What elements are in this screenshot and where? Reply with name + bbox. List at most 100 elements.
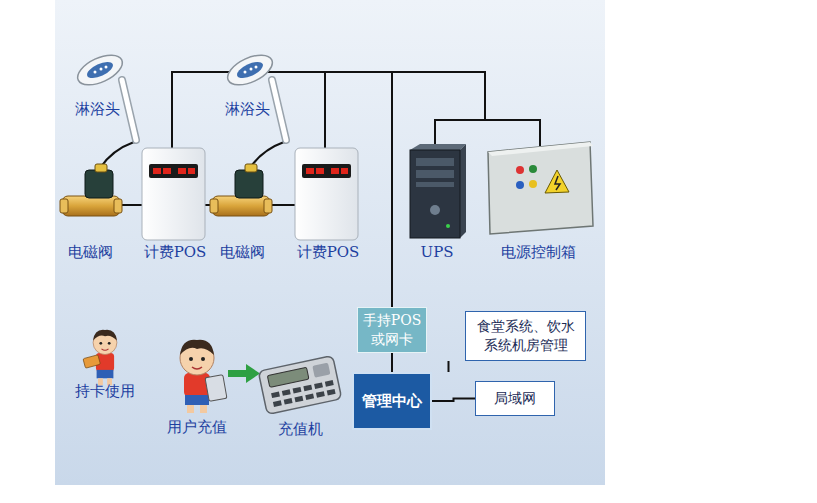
- power-control-box-part: [545, 170, 569, 193]
- shower-head-part: [272, 80, 286, 140]
- billing-pos-part: [149, 164, 198, 178]
- ups-tower-part: [410, 144, 466, 150]
- shower-head-part: [94, 71, 97, 74]
- billing-pos-part: [142, 148, 205, 240]
- solenoid-valve: [210, 164, 272, 216]
- recharge-machine-part-part: [284, 398, 293, 405]
- billing-pos-part: [188, 168, 195, 174]
- billing-pos-part: [302, 164, 351, 178]
- recharge-machine-part-part: [273, 400, 282, 407]
- child-figure-part: [200, 405, 207, 413]
- recharge-machine-part: [312, 363, 330, 378]
- part-label: UPS: [420, 244, 453, 261]
- solenoid-valve-part: [60, 199, 68, 213]
- wiring-part: [172, 72, 485, 148]
- part-label: 电磁阀: [220, 244, 265, 261]
- billing-pos: [142, 148, 205, 240]
- network-box: 局域网: [475, 381, 555, 416]
- connector-line: [432, 399, 475, 402]
- child-figure: [83, 330, 117, 385]
- child-figure-part: [108, 342, 111, 345]
- part-label: 电磁阀: [68, 244, 113, 261]
- recharge-machine-part-part: [303, 385, 312, 392]
- solenoid-valve-part: [245, 164, 257, 172]
- part-label: 电源控制箱: [501, 244, 576, 261]
- power-control-box-part: [529, 180, 537, 188]
- shower-head-part: [250, 68, 253, 71]
- shower-head-part: [272, 80, 286, 140]
- shower-head-part: [100, 68, 103, 71]
- billing-pos-part: [331, 168, 339, 174]
- child-figure-part: [83, 355, 100, 368]
- background-panel: [55, 0, 605, 485]
- power-control-box-part: [516, 181, 524, 189]
- part-label: 计费POS: [144, 244, 207, 261]
- child-figure-part: [102, 349, 109, 350]
- child-figure-part: [187, 405, 194, 413]
- power-control-box-part: [488, 142, 593, 234]
- billing-pos-part: [316, 168, 324, 174]
- shower-head: [73, 49, 136, 140]
- system-box: 食堂系统、饮水系统机房管理: [465, 311, 586, 361]
- solenoid-valve-part: [235, 170, 263, 198]
- part-label: 持卡使用: [75, 383, 135, 400]
- shower-head-part: [73, 49, 127, 91]
- shower-head-part: [85, 59, 115, 82]
- power-control-box-part: [529, 165, 537, 173]
- shower-head-part: [235, 59, 265, 82]
- power-control-box-part: [555, 176, 560, 190]
- node-text: 管理中心: [362, 391, 422, 411]
- solenoid-valve: [60, 164, 122, 216]
- child-figure: [180, 340, 227, 413]
- billing-pos-part: [295, 148, 358, 240]
- billing-pos-part: [341, 168, 348, 174]
- wiring-part: [324, 72, 326, 148]
- recharge-machine-part-part: [327, 389, 336, 396]
- shower-head-part: [255, 66, 258, 69]
- recharge-machine-part-part: [325, 380, 334, 387]
- ups-tower-part: [430, 205, 440, 215]
- recharge-machine-part: [258, 356, 341, 415]
- billing-pos-part: [178, 168, 186, 174]
- billing-pos: [295, 148, 358, 240]
- ups-tower-part: [460, 144, 466, 238]
- power-control-box-part: [488, 142, 593, 156]
- part-label: 充值机: [278, 421, 323, 438]
- node-text: 手持POS或网卡: [362, 311, 422, 349]
- ups-tower-part: [416, 182, 454, 187]
- shower-head-part: [223, 49, 277, 91]
- solenoid-valve-part: [95, 164, 107, 172]
- solenoid-valve-part: [210, 199, 218, 213]
- connector-line: [391, 353, 393, 372]
- recharge-machine-part-part: [293, 387, 302, 394]
- power-control-box-part: [516, 166, 524, 174]
- child-figure-part: [205, 375, 227, 402]
- ups-tower-part: [416, 158, 454, 166]
- ups-tower-part: [446, 224, 450, 228]
- green-arrow-part: [228, 370, 248, 377]
- ups-tower: [410, 144, 466, 238]
- shower-head-part: [122, 80, 136, 140]
- solenoid-valve-part: [62, 196, 120, 216]
- ups-tower-part: [410, 150, 460, 238]
- recharge-machine: [258, 356, 341, 415]
- billing-pos-part: [153, 168, 161, 174]
- green-arrow-part: [246, 364, 260, 383]
- device-box: 手持POS或网卡: [357, 307, 427, 353]
- node-text: 食堂系统、饮水系统机房管理: [476, 317, 575, 355]
- child-figure-part: [93, 330, 117, 341]
- wiring-part: [435, 120, 540, 148]
- recharge-machine-part-part: [282, 389, 291, 396]
- shower-head-part: [244, 71, 247, 74]
- recharge-machine-part-part: [305, 393, 314, 400]
- child-figure-part: [99, 342, 102, 345]
- billing-pos-part: [163, 168, 171, 174]
- part-label: 计费POS: [297, 244, 360, 261]
- child-figure-part: [201, 357, 205, 361]
- shower-head: [223, 49, 286, 140]
- child-figure-part: [97, 370, 114, 378]
- solenoid-valve-part: [212, 196, 270, 216]
- wiring-part: [391, 72, 393, 307]
- recharge-machine-part-part: [316, 391, 325, 398]
